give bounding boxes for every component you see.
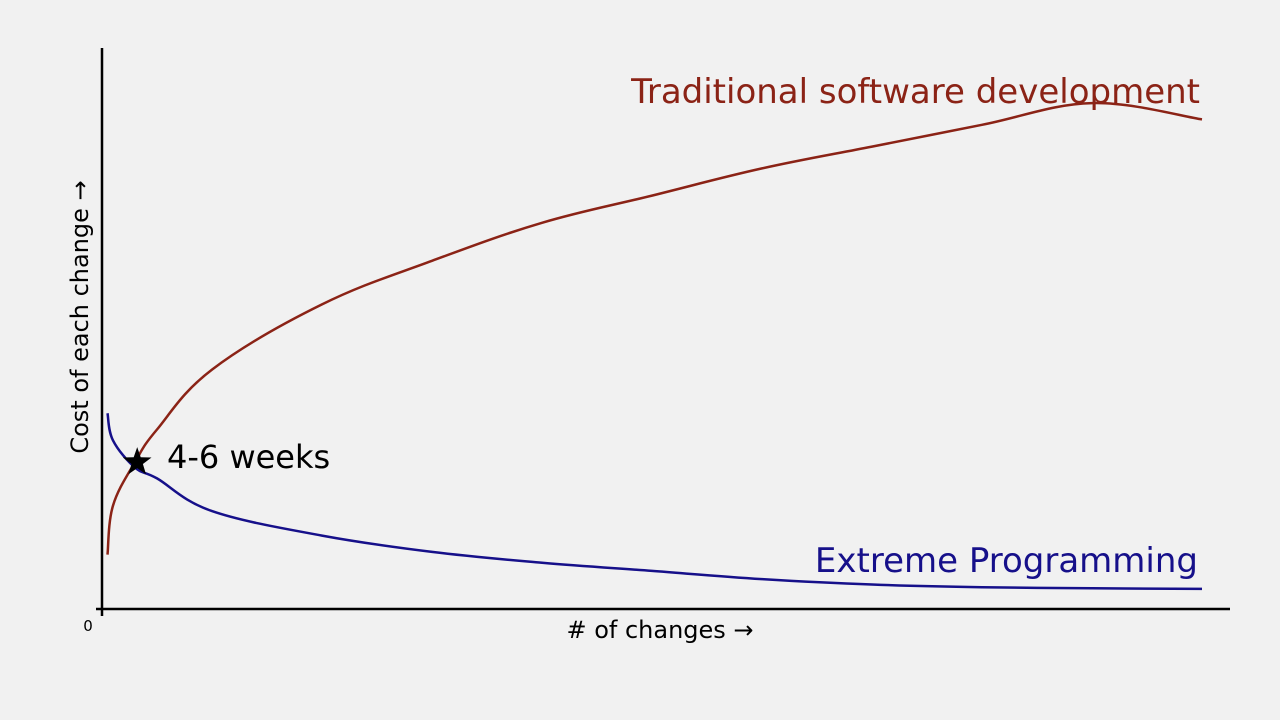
series-traditional-label: Traditional software development	[630, 72, 1200, 112]
star-icon	[122, 447, 152, 475]
series-traditional-line	[106, 101, 1203, 555]
series-extreme-programming-line	[106, 412, 1203, 591]
y-axis-label: Cost of each change →	[66, 180, 94, 453]
series-extreme-programming-label: Extreme Programming	[815, 541, 1198, 581]
x-axis-label: # of changes →	[566, 616, 753, 644]
annotation-label: 4-6 weeks	[167, 438, 330, 476]
origin-tick-label: 0	[83, 617, 93, 635]
